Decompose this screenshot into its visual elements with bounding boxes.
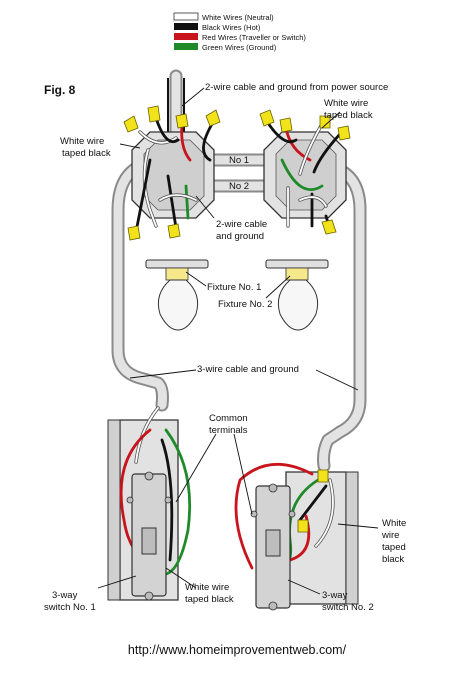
left-box-wires <box>134 116 214 234</box>
label-white-taped-b-1: White wire <box>185 582 229 593</box>
label-white-taped-tr-1: White wire <box>324 98 368 109</box>
switch-box-2 <box>234 463 359 611</box>
cable-power <box>167 69 185 145</box>
label-fixture-2: Fixture No. 2 <box>218 299 272 310</box>
legend-label-green: Green Wires (Ground) <box>202 43 277 52</box>
legend-swatch-white <box>173 12 199 21</box>
label-two-wire-2: and ground <box>216 231 264 242</box>
label-switch2-1: 3-way <box>322 590 348 601</box>
cable-3wire-right <box>317 163 367 473</box>
label-fixture-1: Fixture No. 1 <box>207 282 261 293</box>
legend-label-black: Black Wires (Hot) <box>202 23 261 32</box>
label-cable-no1: No 1 <box>229 155 249 166</box>
label-power-source: 2-wire cable and ground from power sourc… <box>205 82 388 93</box>
fixture-2 <box>265 259 329 331</box>
label-white-taped-r-2: wire <box>381 530 399 541</box>
wire-nuts <box>123 105 351 241</box>
label-two-wire-1: 2-wire cable <box>216 219 267 230</box>
label-white-taped-r-3: taped <box>382 542 406 553</box>
switch-box-1 <box>107 406 192 601</box>
cable-3wire-left <box>111 161 169 412</box>
legend-swatch-red <box>174 33 198 40</box>
label-white-taped-tl-2: taped black <box>62 148 111 159</box>
label-switch1-2: switch No. 1 <box>44 602 96 613</box>
legend-swatch-green <box>174 43 198 50</box>
fixture-1 <box>145 259 209 331</box>
right-box-wires <box>264 118 342 232</box>
legend: White Wires (Neutral) Black Wires (Hot) … <box>173 12 306 52</box>
junction-box-right <box>263 131 347 219</box>
label-cable-no2: No 2 <box>229 181 249 192</box>
label-common-2: terminals <box>209 425 248 436</box>
legend-label-red: Red Wires (Traveller or Switch) <box>202 33 306 42</box>
legend-label-white: White Wires (Neutral) <box>202 13 274 22</box>
label-three-wire: 3-wire cable and ground <box>197 364 299 375</box>
label-white-taped-tr-2: taped black <box>324 110 373 121</box>
label-white-taped-b-2: taped black <box>185 594 234 605</box>
label-common-1: Common <box>209 413 248 424</box>
labels: 2-wire cable and ground from power sourc… <box>44 82 406 613</box>
label-white-taped-r-1: White <box>382 518 406 529</box>
label-white-taped-tl-1: White wire <box>60 136 104 147</box>
figure-title: Fig. 8 <box>44 83 76 97</box>
leader-lines <box>97 87 379 595</box>
footer-url[interactable]: http://www.homeimprovementweb.com/ <box>128 643 347 657</box>
legend-swatch-black <box>174 23 198 30</box>
label-switch2-2: switch No. 2 <box>322 602 374 613</box>
label-white-taped-r-4: black <box>382 554 404 565</box>
label-switch1-1: 3-way <box>52 590 78 601</box>
